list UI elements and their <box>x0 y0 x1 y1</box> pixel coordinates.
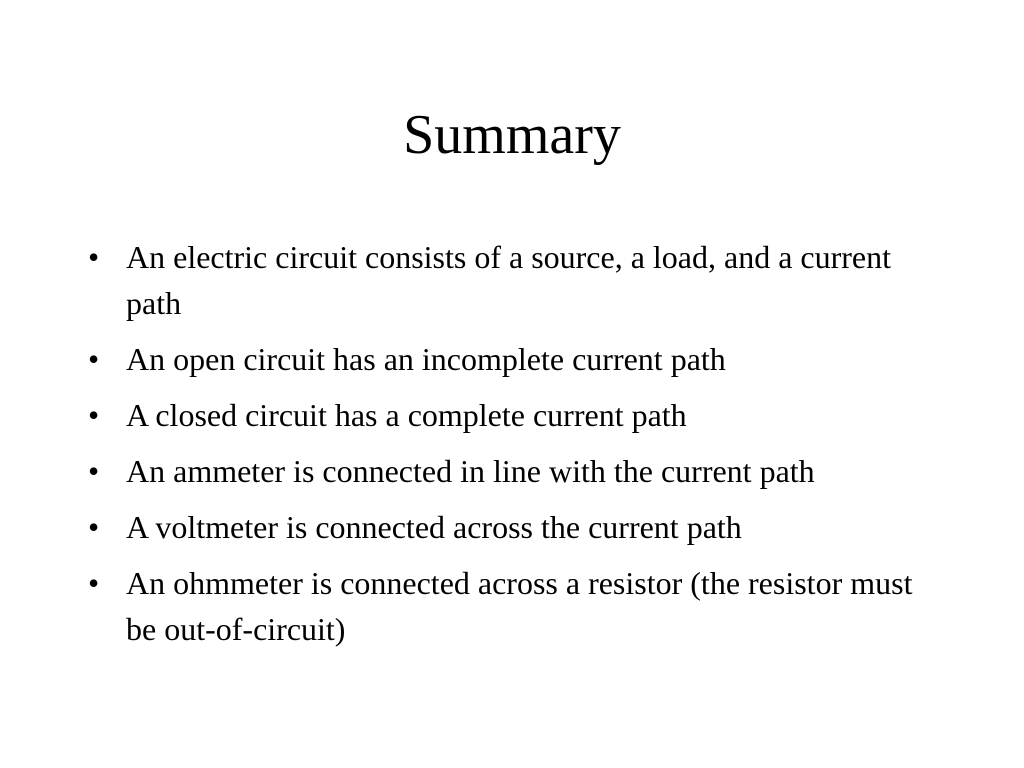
bullet-marker: • <box>88 509 100 545</box>
bullet-text: An open circuit has an incomplete curren… <box>126 341 726 377</box>
bullet-marker: • <box>88 453 100 489</box>
bullet-text: An ohmmeter is connected across a resist… <box>126 565 913 647</box>
bullet-text: An ammeter is connected in line with the… <box>126 453 815 489</box>
bullet-text: A closed circuit has a complete current … <box>126 397 687 433</box>
bullet-marker: • <box>88 341 100 377</box>
bullet-item: • An electric circuit consists of a sour… <box>88 234 938 326</box>
bullet-item: • A voltmeter is connected across the cu… <box>88 504 938 550</box>
bullet-item: • An ammeter is connected in line with t… <box>88 448 938 494</box>
bullet-list: • An electric circuit consists of a sour… <box>88 234 938 662</box>
bullet-marker: • <box>88 397 100 433</box>
bullet-text: A voltmeter is connected across the curr… <box>126 509 742 545</box>
bullet-item: • An ohmmeter is connected across a resi… <box>88 560 938 652</box>
bullet-marker: • <box>88 565 100 601</box>
slide-title: Summary <box>403 104 621 166</box>
bullet-text: An electric circuit consists of a source… <box>126 239 892 321</box>
bullet-item: • A closed circuit has a complete curren… <box>88 392 938 438</box>
bullet-marker: • <box>88 239 100 275</box>
bullet-item: • An open circuit has an incomplete curr… <box>88 336 938 382</box>
